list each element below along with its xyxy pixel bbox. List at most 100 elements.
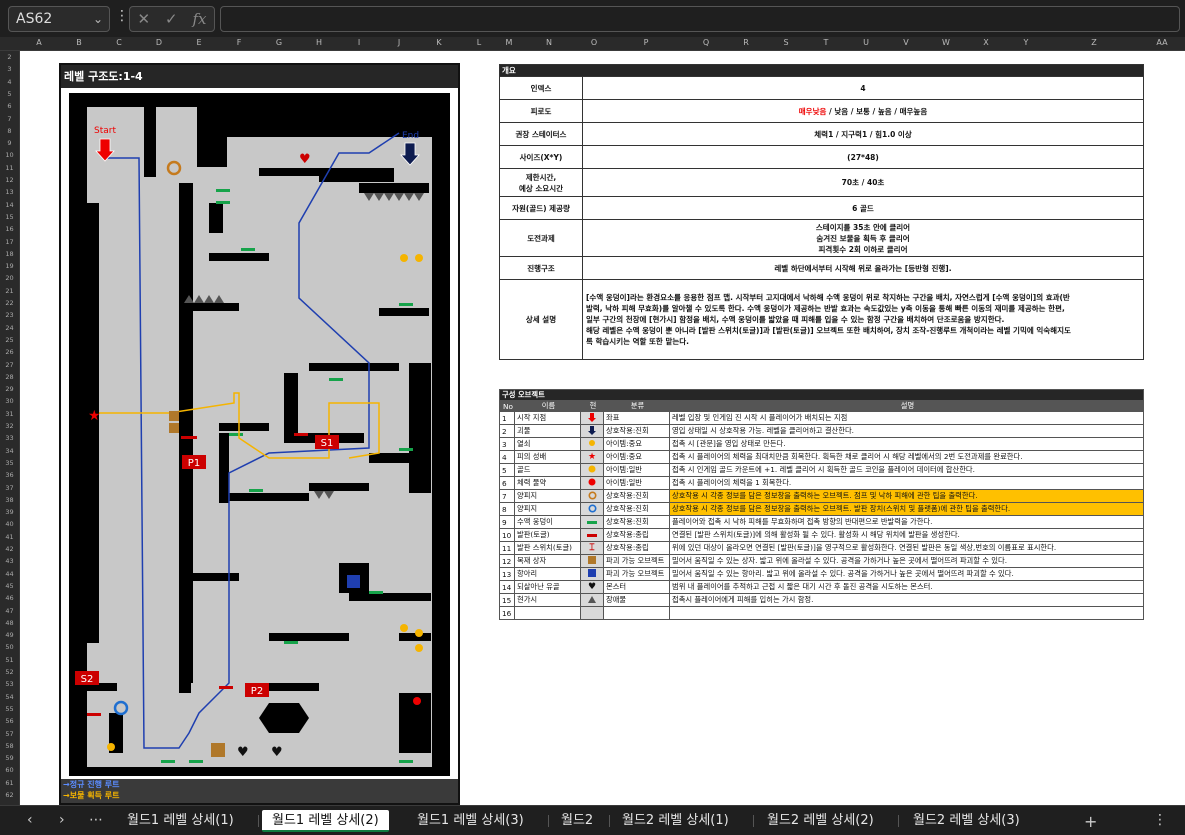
row-header[interactable]: 9: [7, 139, 12, 148]
row-header[interactable]: 52: [5, 668, 14, 676]
column-header[interactable]: B: [76, 38, 82, 47]
tab-world2[interactable]: 월드2: [561, 813, 594, 828]
row-header[interactable]: 54: [5, 692, 14, 701]
row-header[interactable]: 17: [5, 237, 14, 246]
row-header[interactable]: 42: [5, 545, 14, 553]
confirm-icon[interactable]: ✓: [164, 10, 178, 28]
row-header[interactable]: 20: [5, 274, 14, 283]
row-header[interactable]: 57: [5, 729, 14, 738]
row-header[interactable]: 4: [7, 77, 12, 86]
row-header[interactable]: 19: [5, 262, 14, 271]
row-header[interactable]: 49: [5, 631, 14, 640]
row-header[interactable]: 34: [5, 446, 14, 455]
column-header[interactable]: X: [983, 38, 989, 47]
column-header[interactable]: I: [357, 38, 361, 47]
row-header[interactable]: 16: [5, 225, 14, 234]
more-icon[interactable]: ⋮: [115, 8, 129, 24]
column-header[interactable]: L: [476, 38, 482, 47]
row-header[interactable]: 7: [7, 114, 12, 123]
row-header[interactable]: 29: [5, 385, 14, 394]
row-header[interactable]: 31: [5, 409, 14, 418]
column-header[interactable]: Z: [1091, 38, 1097, 47]
row-header[interactable]: 58: [5, 741, 14, 750]
column-header[interactable]: C: [116, 38, 122, 47]
tab-world2-detail-3[interactable]: 월드2 레벨 상세(3): [913, 813, 1020, 828]
add-sheet-button[interactable]: +: [1084, 812, 1098, 831]
row-header[interactable]: 8: [7, 126, 12, 135]
row-header[interactable]: 45: [5, 581, 14, 590]
tab-options-icon[interactable]: ⋮: [1153, 812, 1167, 828]
column-header[interactable]: D: [155, 38, 163, 47]
row-header[interactable]: 60: [5, 766, 14, 775]
name-box[interactable]: AS62 ⌄: [8, 6, 110, 32]
row-header[interactable]: 40: [5, 520, 14, 529]
row-header[interactable]: 41: [5, 532, 14, 541]
row-header[interactable]: 27: [5, 360, 14, 369]
next-sheet-icon[interactable]: ›: [59, 812, 65, 828]
row-header[interactable]: 5: [7, 89, 12, 98]
row-header[interactable]: 44: [5, 569, 14, 578]
row-header[interactable]: 23: [5, 311, 14, 320]
column-header[interactable]: F: [236, 38, 242, 47]
row-header[interactable]: 56: [5, 717, 14, 726]
column-header[interactable]: H: [315, 38, 323, 47]
row-header[interactable]: 32: [5, 422, 14, 430]
more-sheets-icon[interactable]: ⋯: [89, 812, 103, 828]
column-header[interactable]: Y: [1023, 38, 1029, 47]
row-header[interactable]: 47: [5, 606, 14, 615]
row-header[interactable]: 35: [5, 458, 14, 467]
tab-world1-detail-2[interactable]: 월드1 레벨 상세(2): [262, 810, 389, 832]
column-header[interactable]: AA: [1156, 38, 1168, 47]
row-header[interactable]: 11: [5, 163, 14, 172]
row-header[interactable]: 37: [5, 483, 14, 492]
row-header[interactable]: 39: [5, 508, 14, 517]
tab-world1-detail-1[interactable]: 월드1 레벨 상세(1): [127, 813, 234, 828]
cancel-icon[interactable]: ✕: [137, 10, 151, 28]
column-header[interactable]: J: [397, 38, 401, 47]
row-header[interactable]: 21: [5, 286, 14, 295]
row-header[interactable]: 18: [5, 249, 14, 258]
row-header[interactable]: 15: [5, 212, 14, 221]
row-header[interactable]: 62: [5, 791, 14, 799]
row-header[interactable]: 53: [5, 680, 14, 689]
row-header[interactable]: 51: [5, 655, 14, 664]
row-header[interactable]: 3: [7, 65, 12, 74]
column-header[interactable]: U: [863, 38, 869, 47]
row-header[interactable]: 38: [5, 495, 14, 504]
column-header[interactable]: G: [275, 38, 283, 47]
column-header[interactable]: T: [823, 38, 829, 47]
row-header[interactable]: 14: [5, 200, 14, 209]
chevron-down-icon[interactable]: ⌄: [92, 12, 103, 26]
row-header[interactable]: 46: [5, 594, 14, 603]
column-header[interactable]: R: [743, 38, 749, 47]
tab-world2-detail-2[interactable]: 월드2 레벨 상세(2): [767, 813, 874, 828]
column-header[interactable]: W: [942, 38, 950, 47]
row-header[interactable]: 28: [5, 372, 14, 381]
column-header[interactable]: K: [436, 38, 442, 47]
row-header[interactable]: 13: [5, 188, 14, 197]
row-header[interactable]: 36: [5, 471, 14, 480]
row-header[interactable]: 55: [5, 704, 14, 713]
column-header[interactable]: O: [590, 38, 598, 47]
column-header[interactable]: V: [903, 38, 909, 47]
row-header[interactable]: 10: [5, 151, 14, 160]
column-header[interactable]: Q: [702, 38, 710, 47]
row-header[interactable]: 48: [5, 618, 14, 627]
row-header[interactable]: 24: [5, 323, 14, 332]
column-header[interactable]: S: [783, 38, 789, 47]
column-header[interactable]: E: [196, 38, 202, 47]
column-header[interactable]: N: [546, 38, 552, 47]
row-header[interactable]: 33: [5, 434, 14, 443]
function-icon[interactable]: fx: [192, 10, 207, 28]
row-header[interactable]: 43: [5, 557, 14, 566]
tab-world1-detail-3[interactable]: 월드1 레벨 상세(3): [417, 813, 524, 828]
row-header[interactable]: 12: [5, 176, 14, 184]
tab-world2-detail-1[interactable]: 월드2 레벨 상세(1): [622, 813, 729, 828]
row-header[interactable]: 26: [5, 348, 14, 357]
worksheet[interactable]: 레벨 구조도:1-4: [20, 51, 1185, 805]
row-header[interactable]: 30: [5, 397, 14, 406]
column-header[interactable]: P: [643, 38, 649, 47]
row-header[interactable]: 61: [5, 778, 14, 787]
row-header[interactable]: 59: [5, 754, 14, 763]
formula-input[interactable]: [220, 6, 1180, 32]
